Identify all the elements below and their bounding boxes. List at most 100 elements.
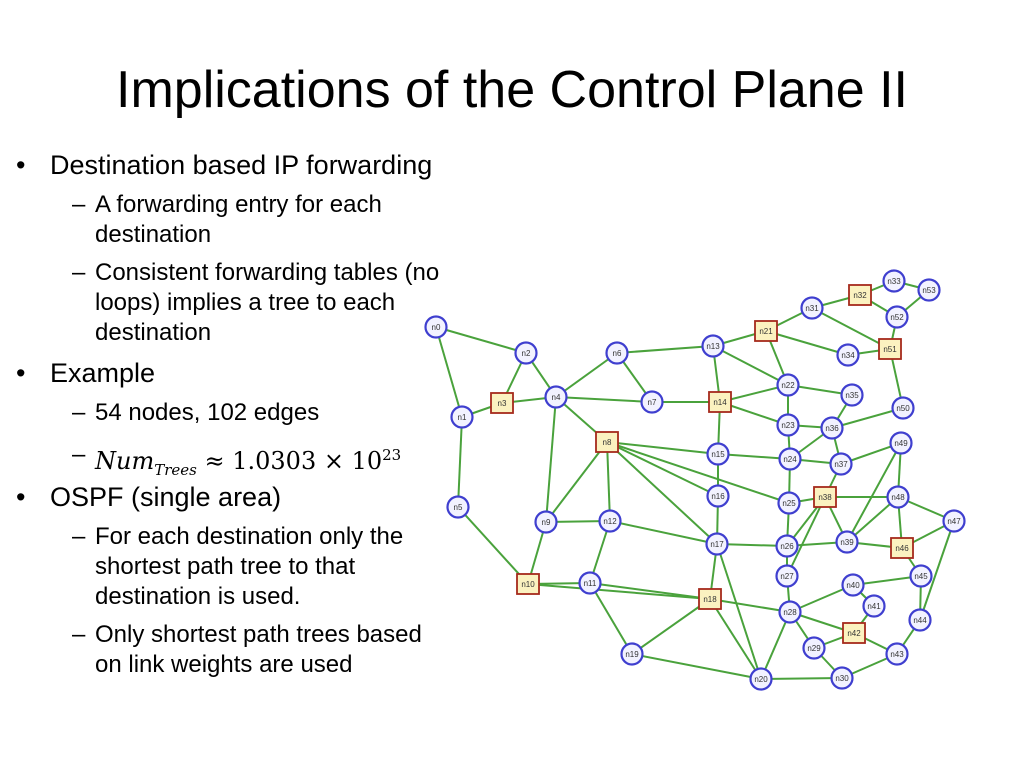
node-label: n36 [825,424,839,433]
node-label: n43 [890,650,904,659]
node-circle-icon [706,484,730,508]
node-n30: n30 [830,666,854,690]
node-circle-icon [802,636,826,660]
node-n28: n28 [778,600,802,624]
edge-n19-n20 [631,653,762,680]
node-label: n19 [625,650,639,659]
node-label: n38 [818,493,832,502]
router-square-icon [490,392,514,414]
node-circle-icon [885,642,909,666]
node-label: n47 [947,517,961,526]
node-label: n50 [896,404,910,413]
edge-n11-n19 [589,582,633,655]
node-n44: n44 [908,608,932,632]
node-n50: n50 [891,396,915,420]
edge-n21-n34 [765,330,849,356]
node-n3: n3 [490,392,514,414]
node-label: n4 [552,393,561,402]
node-label: n15 [711,450,725,459]
node-circle-icon [889,431,913,455]
node-n2: n2 [514,341,538,365]
node-label: n28 [783,608,797,617]
node-circle-icon [544,385,568,409]
edge-n6-n13 [616,345,714,354]
edge-n17-n20 [716,543,762,680]
node-label: n26 [780,542,794,551]
edge-n8-n17 [606,441,718,545]
node-label: n3 [498,399,507,408]
node-n26: n26 [775,534,799,558]
node-label: n32 [853,291,867,300]
node-label: n46 [895,544,909,553]
router-square-icon [878,338,902,360]
node-circle-icon [775,564,799,588]
node-label: n14 [713,398,727,407]
router-square-icon [516,573,540,595]
node-circle-icon [908,608,932,632]
router-square-icon [813,486,837,508]
node-n14: n14 [708,391,732,413]
node-label: n30 [835,674,849,683]
edge-n1-n5 [457,416,463,508]
node-label: n45 [914,572,928,581]
node-n1: n1 [450,405,474,429]
node-label: n20 [754,675,768,684]
node-label: n8 [603,438,612,447]
router-square-icon [708,391,732,413]
node-n0: n0 [424,315,448,339]
node-n29: n29 [802,636,826,660]
node-n45: n45 [909,564,933,588]
node-circle-icon [820,416,844,440]
node-label: n18 [703,595,717,604]
node-n19: n19 [620,642,644,666]
node-n43: n43 [885,642,909,666]
node-circle-icon [749,667,773,691]
node-label: n42 [847,629,861,638]
node-label: n0 [432,323,441,332]
node-n6: n6 [605,341,629,365]
node-n49: n49 [889,431,913,455]
node-label: n51 [883,345,897,354]
edge-n18-n20 [709,598,762,680]
edge-n49-n39 [846,442,902,543]
node-label: n29 [807,644,821,653]
node-label: n52 [890,313,904,322]
edge-n0-n2 [435,326,527,354]
node-circle-icon [450,405,474,429]
node-circle-icon [514,341,538,365]
node-circle-icon [775,534,799,558]
node-n13: n13 [701,334,725,358]
node-n35: n35 [840,383,864,407]
node-label: n49 [894,439,908,448]
node-n47: n47 [942,509,966,533]
node-label: n12 [603,517,617,526]
node-n42: n42 [842,622,866,644]
node-n46: n46 [890,537,914,559]
edge-n20-n28 [760,611,791,680]
node-label: n24 [783,455,797,464]
node-label: n9 [542,518,551,527]
node-label: n6 [613,349,622,358]
node-n11: n11 [578,571,602,595]
node-n40: n40 [841,573,865,597]
node-n32: n32 [848,284,872,306]
node-n38: n38 [813,486,837,508]
node-circle-icon [706,442,730,466]
node-n48: n48 [886,485,910,509]
node-circle-icon [620,642,644,666]
node-label: n5 [454,503,463,512]
graph-edges [435,280,955,680]
node-circle-icon [891,396,915,420]
edge-n11-n18 [589,582,711,600]
node-n9: n9 [534,510,558,534]
node-n36: n36 [820,416,844,440]
node-n53: n53 [917,278,941,302]
node-n4: n4 [544,385,568,409]
node-n24: n24 [778,447,802,471]
node-circle-icon [446,495,470,519]
node-n15: n15 [706,442,730,466]
node-n8: n8 [595,431,619,453]
node-n10: n10 [516,573,540,595]
node-circle-icon [909,564,933,588]
